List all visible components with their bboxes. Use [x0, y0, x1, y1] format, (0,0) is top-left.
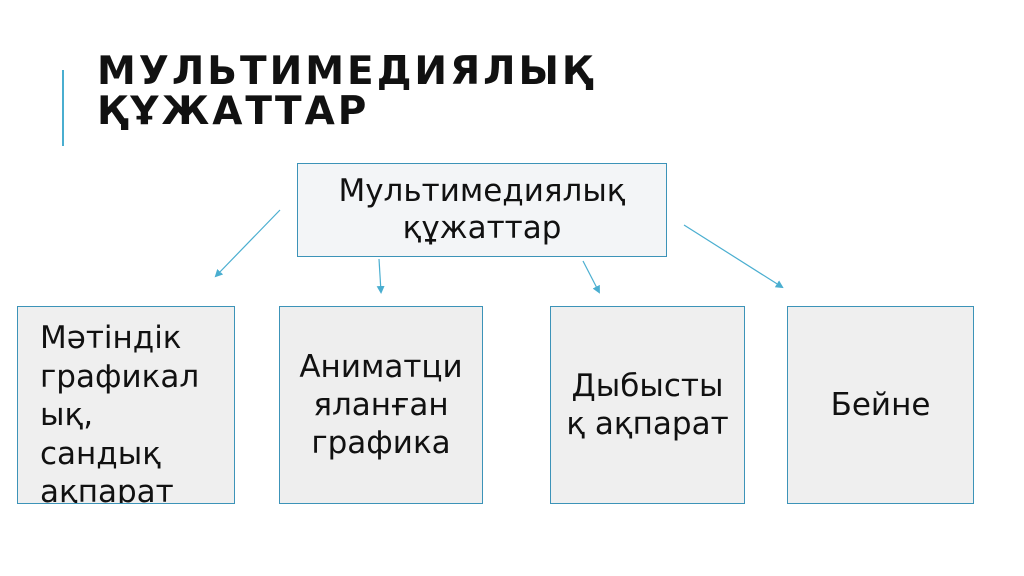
node-anim-line-3: графика	[311, 425, 451, 461]
root-node-line-1: Мультимедиялық	[338, 173, 626, 209]
node-text-line-4: сандық	[40, 435, 161, 472]
node-video-line-1: Бейне	[830, 387, 931, 423]
node-text-line-2: графикал	[40, 358, 200, 395]
node-video: Бейне	[787, 306, 974, 504]
arrow-to-sound-box	[582, 260, 600, 294]
node-anim-line-2: яланған	[313, 387, 449, 423]
slide-title-line-1: МУЛЬТИМЕДИЯЛЫҚ	[97, 49, 596, 94]
node-animated-graphics: Аниматци яланған графика	[279, 306, 483, 504]
node-sound-information: Дыбысты қ ақпарат	[550, 306, 745, 504]
slide-title-line-2: ҚҰЖАТТАР	[97, 89, 370, 134]
node-text-line-3: ық,	[40, 397, 94, 433]
title-accent-bar	[62, 70, 64, 146]
slide-title: МУЛЬТИМЕДИЯЛЫҚ ҚҰЖАТТАР	[97, 52, 897, 132]
arrow-to-text-box	[214, 209, 281, 278]
node-sound-line-1: Дыбысты	[571, 368, 724, 404]
arrow-to-animation-box	[376, 258, 385, 294]
root-node: Мультимедиялық құжаттар	[297, 163, 667, 257]
node-sound-line-2: қ ақпарат	[566, 406, 729, 442]
root-node-line-2: құжаттар	[402, 210, 562, 246]
node-text-graphics-numeric: Мәтіндік графикал ық, сандық ақпарат	[17, 306, 235, 504]
node-text-line-1: Мәтіндік	[40, 320, 182, 356]
arrow-to-video-box	[683, 224, 784, 289]
node-text-line-5: ақпарат	[40, 474, 174, 504]
node-anim-line-1: Аниматци	[299, 349, 463, 385]
